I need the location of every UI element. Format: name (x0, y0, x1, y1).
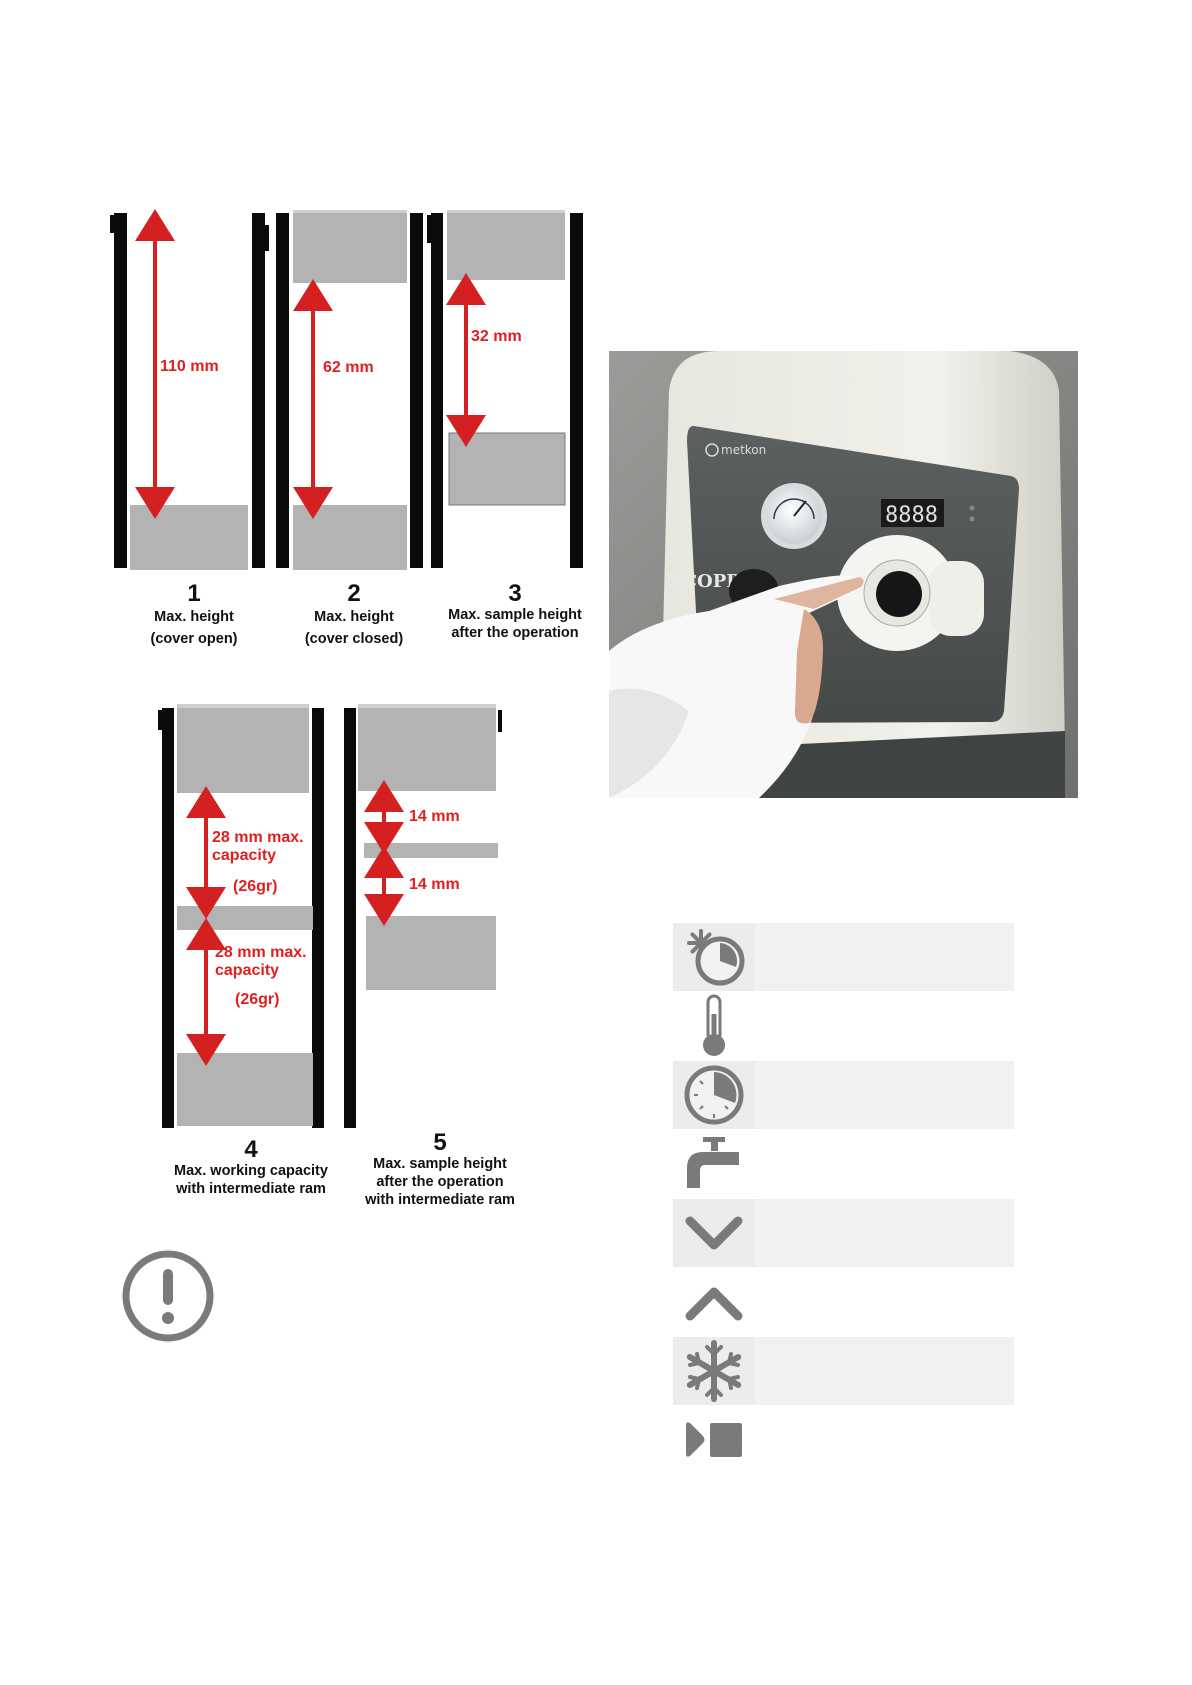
snowflake-icon (673, 1337, 755, 1405)
diagram-3-chamber (431, 210, 583, 568)
timer-icon (673, 1061, 755, 1129)
diagram-4-lower-label: 28 mm max. capacity (215, 944, 307, 979)
control-row-start-stop (673, 1406, 1014, 1474)
diagram-1-caption: 1 Max. height (cover open) (124, 582, 264, 650)
diagram-4-chamber (158, 704, 324, 1128)
diagram-5-upper-dimension: 14 mm (409, 808, 460, 825)
control-row-water (673, 1130, 1014, 1198)
diagram-5-lower-dimension: 14 mm (409, 876, 460, 893)
height-diagrams-bottom (158, 704, 502, 1128)
photo-display-text: 8888 (885, 503, 938, 528)
height-diagrams-top (110, 209, 583, 570)
exclamation-circle-icon (122, 1250, 214, 1342)
diagram-2-number: 2 (347, 580, 361, 607)
control-row-cooling (673, 1337, 1014, 1405)
diagram-2-text: Max. height (cover closed) (304, 609, 404, 647)
diagram-4-text: Max. working capacity with intermediate … (174, 1163, 328, 1197)
diagram-4-number: 4 (244, 1136, 258, 1163)
diagram-5-chamber (344, 704, 502, 1128)
diagram-1-number: 1 (187, 580, 201, 607)
thermometer-icon (673, 992, 755, 1060)
diagram-1-dimension: 110 mm (160, 358, 219, 375)
control-row-up (673, 1268, 1014, 1336)
machine-control-panel-photo: metkon 8888 ECOPRES (609, 351, 1078, 798)
cooling-timer-icon (673, 923, 755, 991)
diagram-2-chamber (276, 210, 431, 570)
diagram-2-dimension: 62 mm (323, 359, 374, 376)
diagram-3-number: 3 (508, 580, 522, 607)
diagram-3-caption: 3 Max. sample height after the operation (440, 582, 590, 642)
chevron-down-icon (673, 1199, 755, 1267)
chevron-up-icon (673, 1268, 755, 1336)
diagram-2-caption: 2 Max. height (cover closed) (284, 582, 424, 650)
start-stop-icon (673, 1406, 755, 1474)
diagram-3-dimension: 32 mm (471, 328, 522, 345)
diagram-5-caption: 5 Max. sample height after the operation… (350, 1131, 530, 1209)
diagram-4-upper-weight: (26gr) (233, 878, 278, 895)
diagram-4-lower-weight: (26gr) (235, 991, 280, 1008)
control-row-temperature (673, 992, 1014, 1060)
diagram-1-chamber (110, 209, 269, 570)
control-row-cooling-timer (673, 923, 1014, 991)
diagram-1-text: Max. height (cover open) (150, 609, 238, 647)
diagram-4-caption: 4 Max. working capacity with intermediat… (158, 1138, 344, 1198)
control-row-timer (673, 1061, 1014, 1129)
photo-brand-text: metkon (721, 443, 766, 457)
diagram-5-number: 5 (433, 1129, 447, 1156)
diagram-3-text: Max. sample height after the operation (448, 607, 582, 641)
diagram-4-upper-label: 28 mm max. capacity (212, 829, 304, 864)
diagram-5-text: Max. sample height after the operation w… (365, 1156, 515, 1208)
control-row-down (673, 1199, 1014, 1267)
water-tap-icon (673, 1130, 755, 1198)
